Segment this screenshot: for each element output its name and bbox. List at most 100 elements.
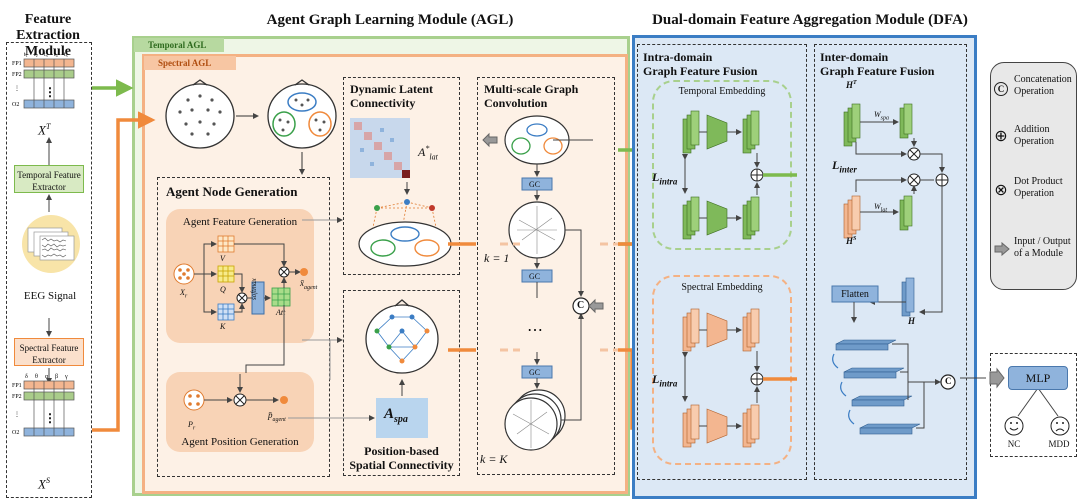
k-label: K [220,322,226,331]
p-agent-sub: agent [272,416,286,423]
a-spa-label: Aspa [384,406,408,425]
mlp-label: MLP [1025,371,1051,385]
l-intra-symbol-1: L [652,170,660,184]
fem-panel [6,42,92,498]
gc-label-3: GC [529,368,541,377]
h-s-symbol: H [846,236,854,246]
att-to-position-line [245,305,285,373]
k-1-label: k = 1 [484,251,510,265]
a-lat-sup: * [425,144,430,153]
pbsc-title-line1: Position-based [364,444,439,458]
brain-electrodes [165,79,337,149]
p-agent-to-aspa-arrow [288,415,375,421]
spectral-agl-tab: Spectral AGL [144,56,236,70]
x-s-symbol: X [38,476,46,492]
spectral-embedding-box [652,275,792,465]
t-col-3: t₃ [44,52,48,58]
f-col-3: α [45,374,49,380]
l-intra-label-1: Lintra [652,170,677,186]
w-spa-symbol: W [874,110,881,119]
p-agent-label: p̄agent [268,410,286,423]
mlp-box: MLP [1008,366,1068,390]
svg-text:⋮: ⋮ [44,85,56,99]
xr-symbol: X [180,288,185,297]
svg-text:⋮: ⋮ [44,411,56,425]
agent-to-pbsc-arrows [302,217,343,380]
legend-io-label: Input / Output of a Module [1014,236,1071,259]
l-intra-symbol-2: L [652,372,660,386]
a-spa-symbol: A [384,406,395,422]
o2-row-label-s: O2 [12,430,19,436]
dlc-graph [358,182,452,267]
k-K-label: k = K [480,452,508,466]
inter-title-line1: Inter-domain [820,50,889,64]
brain-to-agent-arrow [299,152,305,175]
legend-dot-label: Dot Product Operation [1014,176,1063,199]
nc-label: NC [1007,439,1021,449]
p-agent-symbol: p̄ [268,410,273,420]
msgc-box [477,77,615,475]
legend-io-icon [994,242,1010,256]
t-col-2: t₂ [34,52,38,58]
k-dots: ⋯ [527,322,543,339]
legend-add-label: Addition Operation [1014,124,1054,147]
temporal-agl-tab: Temporal AGL [134,38,224,52]
f-col-5: γ [64,374,68,380]
dlc-title-line1: Dynamic Latent [350,82,433,96]
a-lat-label: A*lat [418,144,438,161]
l-inter-sub: inter [839,164,857,175]
h-t-sup: T [853,80,857,86]
agent-feature-generation-label: Agent Feature Generation [182,216,298,228]
intra-domain-box [637,44,807,480]
t-col-1: t₁ [24,52,28,58]
flatten-label: Flatten [841,289,869,300]
intra-domain-title: Intra-domain Graph Feature Fusion [643,50,757,78]
row-ellipsis-s: ⋮ [14,412,20,418]
temporal-embedding-box [652,80,792,250]
h-s-label: HS [846,236,856,246]
a-lat-sub: lat [429,152,438,162]
spectral-feature-extractor: Spectral Feature Extractor [14,338,84,366]
legend-dot-icon: ⊗ [994,182,1008,199]
pr-label: Pr [188,420,195,432]
h-s-sup: S [853,236,857,242]
output-arrows [960,367,1070,436]
msgc-diagram [482,115,604,451]
fem-title: Feature Extraction Module [2,12,94,60]
fp1-row-label-s: FP1 [12,383,22,389]
x-s-label: XS [38,476,50,492]
t-col-4: t₄ [54,52,58,58]
fp2-row-label-s: FP2 [12,394,22,400]
w-spa-label: Wspa [874,110,889,122]
x-agent-symbol: x̄ [300,278,304,288]
x-agent-label: x̄agent [300,278,317,291]
intra-title-line2: Graph Feature Fusion [643,64,758,78]
inter-domain-box [814,44,967,480]
pr-sub: r [192,425,196,432]
inter-domain-title: Inter-domain Graph Feature Fusion [820,50,934,78]
fp2-row-label: FP2 [12,72,22,78]
l-inter-label: Linter [832,158,857,174]
a-spa-sub: spa [394,414,408,425]
x-agent-sub: agent [304,284,318,291]
f-col-1: δ [25,374,28,380]
a-lat-symbol: A [418,145,426,159]
row-ellipsis: ⋮ [14,86,20,92]
msgc-concat-symbol: C [577,300,585,311]
agent-feature-diagram [173,235,308,321]
agl-title: Agent Graph Learning Module (AGL) [266,12,514,28]
temporal-feature-grid: t₁ t₂ t₃ t₄ t₅ FP1 FP2 ⋮ O2 ⋮ [12,50,88,120]
intra-domain-diagram [682,110,797,448]
gc-label-1: GC [529,180,541,189]
dlc-title-line2: Connectivity [350,96,416,110]
dlc-box [343,77,460,275]
msgc-title-line1: Multi-scale Graph [484,82,579,96]
o2-row-label: O2 [12,102,19,108]
a-spa-box [376,398,428,438]
aspa-up-arrow [399,379,405,396]
agent-position-generation-label: Agent Position Generation [181,436,299,448]
pr-symbol: P [188,420,193,429]
w-lat-sub: lat [880,207,888,214]
legend-concat-label: Concatenation Operation [1014,74,1072,97]
spectral-extractor-label: Spectral Feature Extractor [19,343,79,365]
